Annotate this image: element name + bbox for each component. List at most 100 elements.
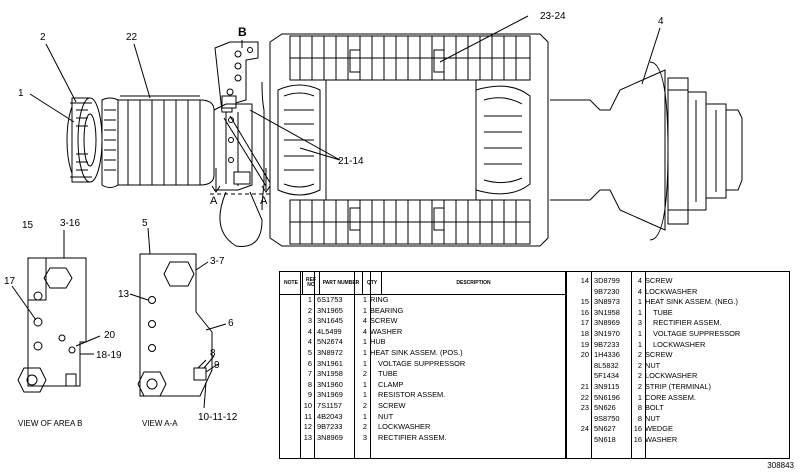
cell-qty: 2 <box>637 381 642 391</box>
parts-table-left: NOTE REF NO PART NUMBER QTY DESCRIPTION … <box>279 271 566 459</box>
cell-part: 5N6196 <box>594 392 620 402</box>
callout-22: 22 <box>126 32 138 43</box>
cell-ref: 18 <box>580 328 589 338</box>
callout-a-right: A <box>260 195 268 207</box>
cell-note <box>280 390 300 401</box>
cell-desc: CORE ASSEM. <box>645 392 696 402</box>
cell-ref: 23 <box>580 403 589 413</box>
cell-part: 3N1958 <box>317 369 343 379</box>
cell-note <box>280 422 300 433</box>
cell-part: 3N8969 <box>594 318 620 328</box>
callout-17: 17 <box>4 276 16 287</box>
cell-part: 4B2043 <box>317 411 343 421</box>
cell-note <box>280 295 300 306</box>
cell-qty: 4 <box>362 326 367 336</box>
callout-3-16: 3-16 <box>60 218 80 229</box>
cell-qty: 1 <box>362 347 367 357</box>
cell-ref: 7 <box>307 369 312 379</box>
cell-ref: 22 <box>580 392 589 402</box>
cell-note <box>280 433 300 444</box>
cell-qty: 2 <box>637 371 642 381</box>
cell-ref: 1 <box>307 295 312 304</box>
core-assembly <box>101 95 215 188</box>
callout-5: 5 <box>142 218 148 229</box>
cell-ref: 2 <box>307 305 312 315</box>
cell-desc: HEAT SINK ASSEM. (NEG.) <box>645 297 738 307</box>
cell-desc: BEARING <box>370 305 404 315</box>
cell-ref: 10 <box>303 400 312 410</box>
cell-note <box>280 401 300 412</box>
cell-qty: 2 <box>637 350 642 360</box>
caption-view-of-area-b: VIEW OF AREA B <box>18 419 82 428</box>
cell-part: 3N1961 <box>317 358 343 368</box>
callout-b: B <box>238 25 247 39</box>
cell-desc: NUT <box>378 411 394 421</box>
cell-ref <box>567 361 591 372</box>
cell-part: 5N626 <box>594 403 616 413</box>
cell-part: 9S8750 <box>594 413 620 423</box>
cell-ref: 9 <box>307 390 312 400</box>
cell-qty: 2 <box>362 400 367 410</box>
cell-part: 5N2674 <box>317 337 343 347</box>
cell-ref: 13 <box>303 432 312 442</box>
cell-ref: 4 <box>307 337 312 347</box>
cell-desc: LOCKWASHER <box>378 422 431 432</box>
heat-sink-bracket <box>213 41 273 247</box>
cell-part: 1H4336 <box>594 350 620 360</box>
callout-8: 8 <box>210 348 216 359</box>
cell-desc: NUT <box>645 360 661 370</box>
callout-9: 9 <box>214 360 220 371</box>
callout-a-left: A <box>210 195 218 207</box>
cell-part: 5N618 <box>594 434 616 444</box>
cell-desc: RECTIFIER ASSEM. <box>653 318 722 328</box>
cell-ref: 14 <box>580 276 589 285</box>
cell-note <box>280 337 300 348</box>
header-qty: QTY <box>363 272 382 294</box>
callout-4: 4 <box>658 16 664 27</box>
cell-ref: 21 <box>580 381 589 391</box>
callout-23-24: 23-24 <box>540 11 566 22</box>
cell-desc: NUT <box>645 413 661 423</box>
cell-part: 3N1645 <box>317 316 343 326</box>
cell-ref <box>567 287 591 298</box>
cell-ref: 16 <box>580 307 589 317</box>
cell-desc: STRIP (TERMINAL) <box>645 381 711 391</box>
cell-qty: 2 <box>637 360 642 370</box>
cell-note <box>280 359 300 370</box>
callout-21-14: 21-14 <box>338 156 364 167</box>
cell-part: 3N8969 <box>317 432 343 442</box>
cell-part: 3N8973 <box>594 297 620 307</box>
cell-ref: 6 <box>307 358 312 368</box>
stator-assembly <box>261 33 549 247</box>
cell-ref <box>567 371 591 382</box>
cell-qty: 1 <box>637 339 642 349</box>
cell-part: 9B7230 <box>594 286 620 296</box>
cell-ref: 19 <box>580 339 589 349</box>
cell-note <box>280 380 300 391</box>
cell-part: 4L5499 <box>317 326 342 336</box>
cell-qty: 4 <box>637 276 642 285</box>
cell-qty: 16 <box>633 424 642 434</box>
cell-part: 3N1965 <box>317 305 343 315</box>
cell-qty: 1 <box>362 305 367 315</box>
cell-part: 5F1434 <box>594 371 620 381</box>
